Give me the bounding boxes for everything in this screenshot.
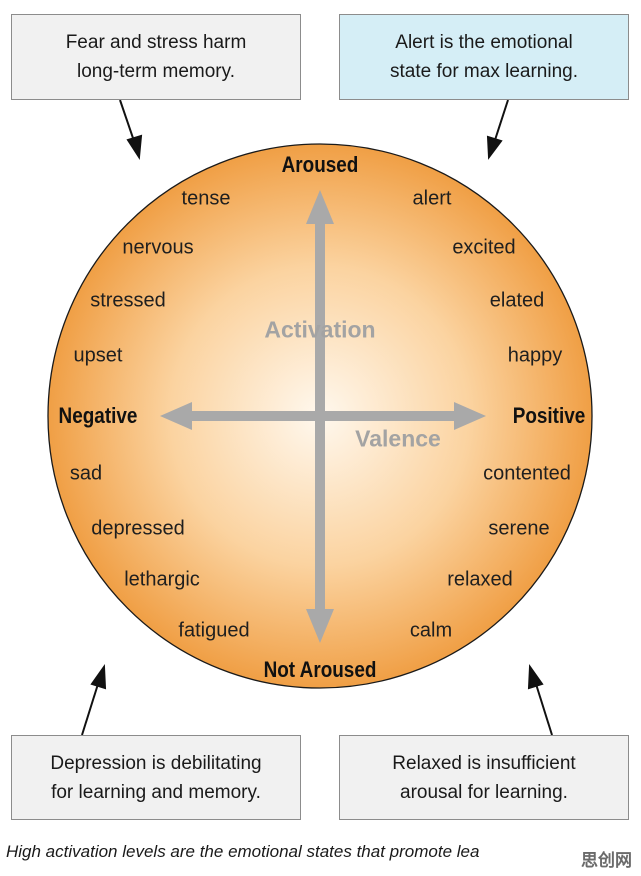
emotion-word: excited [452,236,516,259]
callout-line: for learning and memory. [51,781,261,803]
callout-fear-stress: Fear and stress harm long-term memory. [11,14,301,100]
figure-caption: High activation levels are the emotional… [6,842,480,861]
callout-line: arousal for learning. [400,781,568,803]
callout-depression: Depression is debilitating for learning … [11,735,301,820]
emotion-word: lethargic [124,568,200,591]
callout-line: Depression is debilitating [50,752,262,774]
callout-line: state for max learning. [390,61,578,82]
axis-label-valence: Valence [355,425,441,452]
emotion-word: fatigued [178,619,250,642]
callout-alert: Alert is the emotional state for max lea… [339,14,629,100]
emotion-word: alert [412,187,452,210]
pole-aroused: Aroused [281,152,359,177]
callout-pointer-bottom-right [527,664,553,736]
pole-positive: Positive [512,403,586,428]
callout-line: Fear and stress harm [65,32,247,53]
emotion-word: calm [409,619,453,642]
axis-label-activation: Activation [264,316,376,343]
emotion-word: relaxed [447,568,513,591]
callout-pointer-top-right [486,99,509,160]
emotion-word: depressed [91,517,185,540]
emotion-word: contented [483,462,571,485]
callout-line: Relaxed is insufficient [392,752,576,774]
emotion-word: serene [488,517,550,540]
emotion-word: tense [181,187,231,210]
emotion-word: stressed [90,289,166,312]
emotion-word: sad [69,462,103,485]
pole-negative: Negative [58,403,138,428]
emotion-word: elated [489,289,545,312]
emotion-word: nervous [122,236,194,259]
emotion-word: happy [507,344,563,367]
callout-line: Alert is the emotional [395,32,573,53]
callout-relaxed: Relaxed is insufficient arousal for lear… [339,735,629,820]
valence-axis-arrow [160,402,486,430]
callout-pointer-bottom-left [81,664,107,736]
pole-not-aroused: Not Aroused [263,657,377,682]
callout-pointer-top-left [119,99,143,160]
emotion-word: upset [73,344,123,367]
watermark-logo: 思创网 [578,846,635,871]
callout-line: long-term memory. [76,61,235,82]
